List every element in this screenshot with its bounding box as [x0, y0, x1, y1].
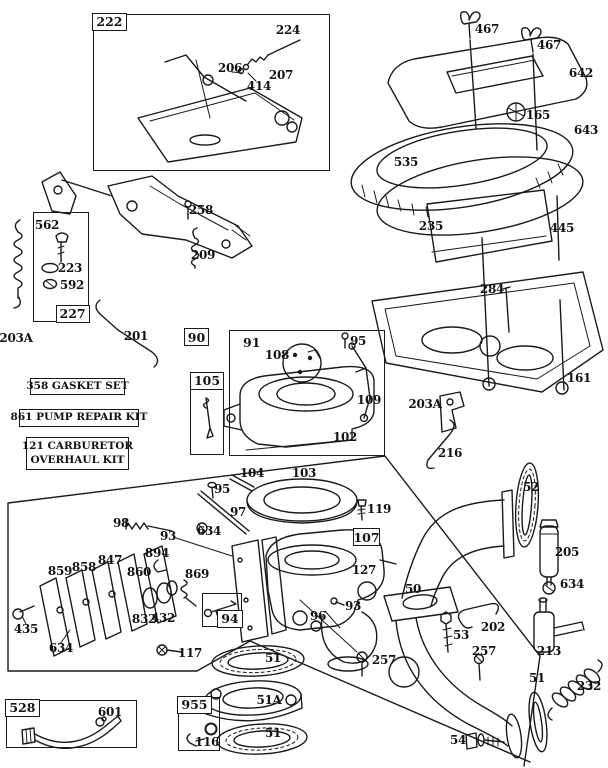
part-label-859: 859 — [47, 564, 73, 578]
part-label-51: 51 — [264, 726, 282, 740]
part-label-127: 127 — [351, 563, 377, 577]
callout-box-227: 227 — [33, 212, 90, 323]
part-label-847: 847 — [97, 553, 123, 567]
part-label-109: 109 — [356, 393, 382, 407]
part-label-201: 201 — [123, 329, 149, 343]
part-label-634: 634 — [196, 524, 222, 538]
part-label-51: 51 — [264, 651, 282, 665]
part-label-98: 98 — [112, 516, 130, 530]
part-label-206: 206 — [217, 61, 243, 75]
part-label-96: 96 — [309, 609, 327, 623]
part-label-93: 93 — [159, 529, 177, 543]
part-label-642: 642 — [568, 66, 594, 80]
float-group-art — [125, 474, 367, 557]
part-label-601: 601 — [97, 705, 123, 719]
governor-linkage-art — [13, 171, 253, 368]
callout-tag-222: 222 — [92, 13, 127, 32]
callout-tag-94: 94 — [217, 609, 243, 628]
callout-tag-227: 227 — [55, 304, 90, 323]
callout-box-105: 105 — [190, 372, 224, 455]
part-label-51: 51 — [528, 671, 546, 685]
part-label-117: 117 — [177, 646, 203, 660]
callout-box-955: 955 — [177, 696, 220, 751]
part-label-860: 860 — [126, 565, 152, 579]
part-label-257: 257 — [471, 644, 497, 658]
part-label-93: 93 — [344, 599, 362, 613]
part-label-119: 119 — [366, 502, 392, 516]
air-cleaner-art — [350, 11, 604, 395]
part-label-203A: 203A — [0, 331, 33, 345]
carburetor-body-art — [153, 529, 397, 672]
callout-tag-91: 91 — [243, 335, 261, 350]
callout-tag-955: 955 — [177, 696, 212, 715]
callout-box-528: 528 — [5, 699, 137, 748]
part-label-51A: 51A — [256, 693, 282, 707]
part-label-104: 104 — [239, 466, 265, 480]
part-label-165: 165 — [525, 108, 551, 122]
part-label-202: 202 — [480, 620, 506, 634]
part-label-634: 634 — [559, 577, 585, 591]
part-label-535: 535 — [393, 155, 419, 169]
part-label-235: 235 — [418, 219, 444, 233]
kit-label-text: 358 GASKET SET — [26, 379, 129, 392]
part-label-435: 435 — [13, 622, 39, 636]
pump-stack-art — [12, 545, 182, 657]
part-label-634: 634 — [48, 641, 74, 655]
part-label-869: 869 — [184, 567, 210, 581]
part-label-467: 467 — [474, 22, 500, 36]
part-label-858: 858 — [71, 560, 97, 574]
kit-label-gasket-set: 358 GASKET SET — [26, 378, 129, 395]
part-label-52: 52 — [522, 480, 540, 494]
part-label-257: 257 — [371, 653, 397, 667]
part-label-467: 467 — [536, 38, 562, 52]
part-label-207: 207 — [268, 68, 294, 82]
kit-label-carburetor-overhaul-kit: 121 CARBURETOR OVERHAUL KIT — [22, 437, 133, 470]
kit-label-text: 121 CARBURETOR — [21, 439, 134, 452]
callout-box-90: 90 — [184, 328, 209, 346]
callout-tag-528: 528 — [5, 699, 40, 718]
part-label-592: 592 — [59, 278, 85, 292]
part-label-161: 161 — [566, 371, 592, 385]
part-label-432: 432 — [150, 611, 176, 625]
part-label-50: 50 — [404, 582, 422, 596]
part-label-643: 643 — [573, 123, 599, 137]
part-label-832: 832 — [131, 612, 157, 626]
part-label-97: 97 — [229, 505, 247, 519]
callout-box-94: 94 — [202, 593, 243, 628]
part-label-108: 108 — [264, 348, 290, 362]
kit-label-text: OVERHAUL KIT — [30, 453, 125, 466]
part-label-224: 224 — [275, 23, 301, 37]
part-label-209: 209 — [190, 248, 216, 262]
part-label-53: 53 — [452, 628, 470, 642]
part-label-213: 213 — [536, 644, 562, 658]
part-label-116: 116 — [194, 735, 220, 749]
part-label-445: 445 — [549, 221, 575, 235]
part-label-103: 103 — [291, 466, 317, 480]
part-label-562: 562 — [34, 218, 60, 232]
part-label-102: 102 — [332, 430, 358, 444]
kit-label-pump-repair-kit: 861 PUMP REPAIR KIT — [11, 409, 147, 427]
control-bracket-art — [137, 39, 303, 163]
part-label-95: 95 — [213, 482, 231, 496]
part-label-258: 258 — [188, 203, 214, 217]
part-label-205: 205 — [554, 545, 580, 559]
callout-box-222: 222 — [92, 13, 330, 171]
callout-box-107: 107 — [353, 528, 380, 546]
part-label-95: 95 — [349, 334, 367, 348]
kit-label-text: 861 PUMP REPAIR KIT — [10, 411, 148, 424]
part-label-203A: 203A — [408, 397, 442, 411]
part-label-223: 223 — [57, 261, 83, 275]
callout-tag-105: 105 — [191, 373, 223, 390]
upper-carburetor-art — [202, 332, 375, 451]
callout-box-91: 91 — [229, 330, 385, 456]
part-label-54: 54 — [449, 733, 467, 747]
oring-clip-art — [186, 722, 218, 747]
intake-elbow-art — [383, 391, 603, 759]
part-label-232: 232 — [576, 679, 602, 693]
part-label-284: 284 — [479, 282, 505, 296]
part-label-894: 894 — [144, 546, 170, 560]
part-label-414: 414 — [246, 79, 272, 93]
part-label-216: 216 — [437, 446, 463, 460]
